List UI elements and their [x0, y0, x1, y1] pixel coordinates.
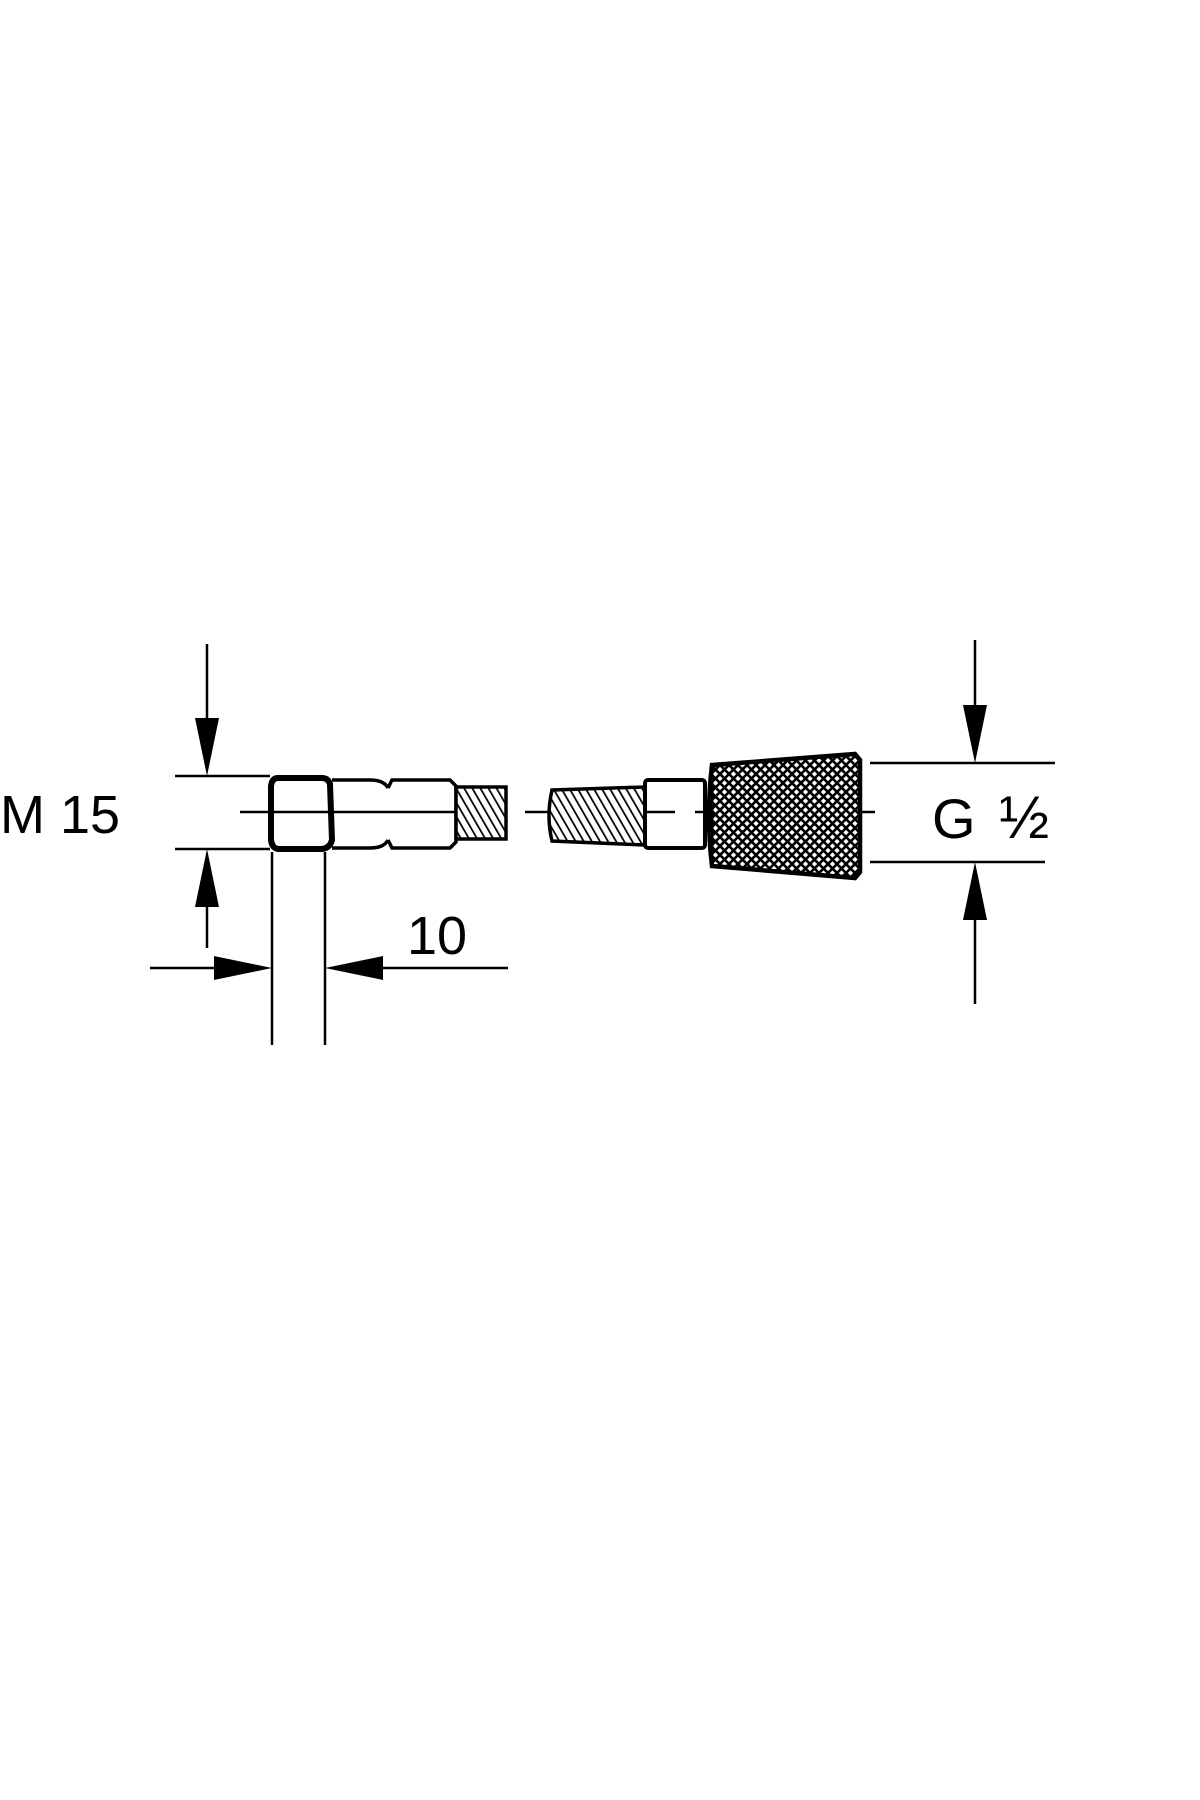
g-half-letter: G	[932, 787, 976, 850]
knurled-nut	[706, 751, 863, 881]
right-thread	[547, 785, 647, 847]
right-fitting	[547, 751, 863, 881]
g-half-fraction: ½	[999, 784, 1049, 851]
left-thread	[454, 785, 508, 841]
arrow-down-icon	[963, 705, 987, 763]
arrow-right-icon	[214, 956, 272, 980]
arrow-down-icon	[195, 718, 219, 776]
length-label: 10	[407, 906, 467, 966]
m15-dimension	[175, 644, 270, 948]
g-half-dimension	[870, 640, 1055, 1004]
g-half-label: G ½	[932, 784, 1049, 851]
left-nut	[268, 775, 336, 852]
m15-label: M 15	[0, 785, 120, 845]
left-fitting	[268, 775, 508, 852]
arrow-up-icon	[963, 862, 987, 920]
arrow-up-icon	[195, 849, 219, 907]
arrow-left-icon	[325, 956, 383, 980]
length-dimension	[150, 852, 508, 1045]
